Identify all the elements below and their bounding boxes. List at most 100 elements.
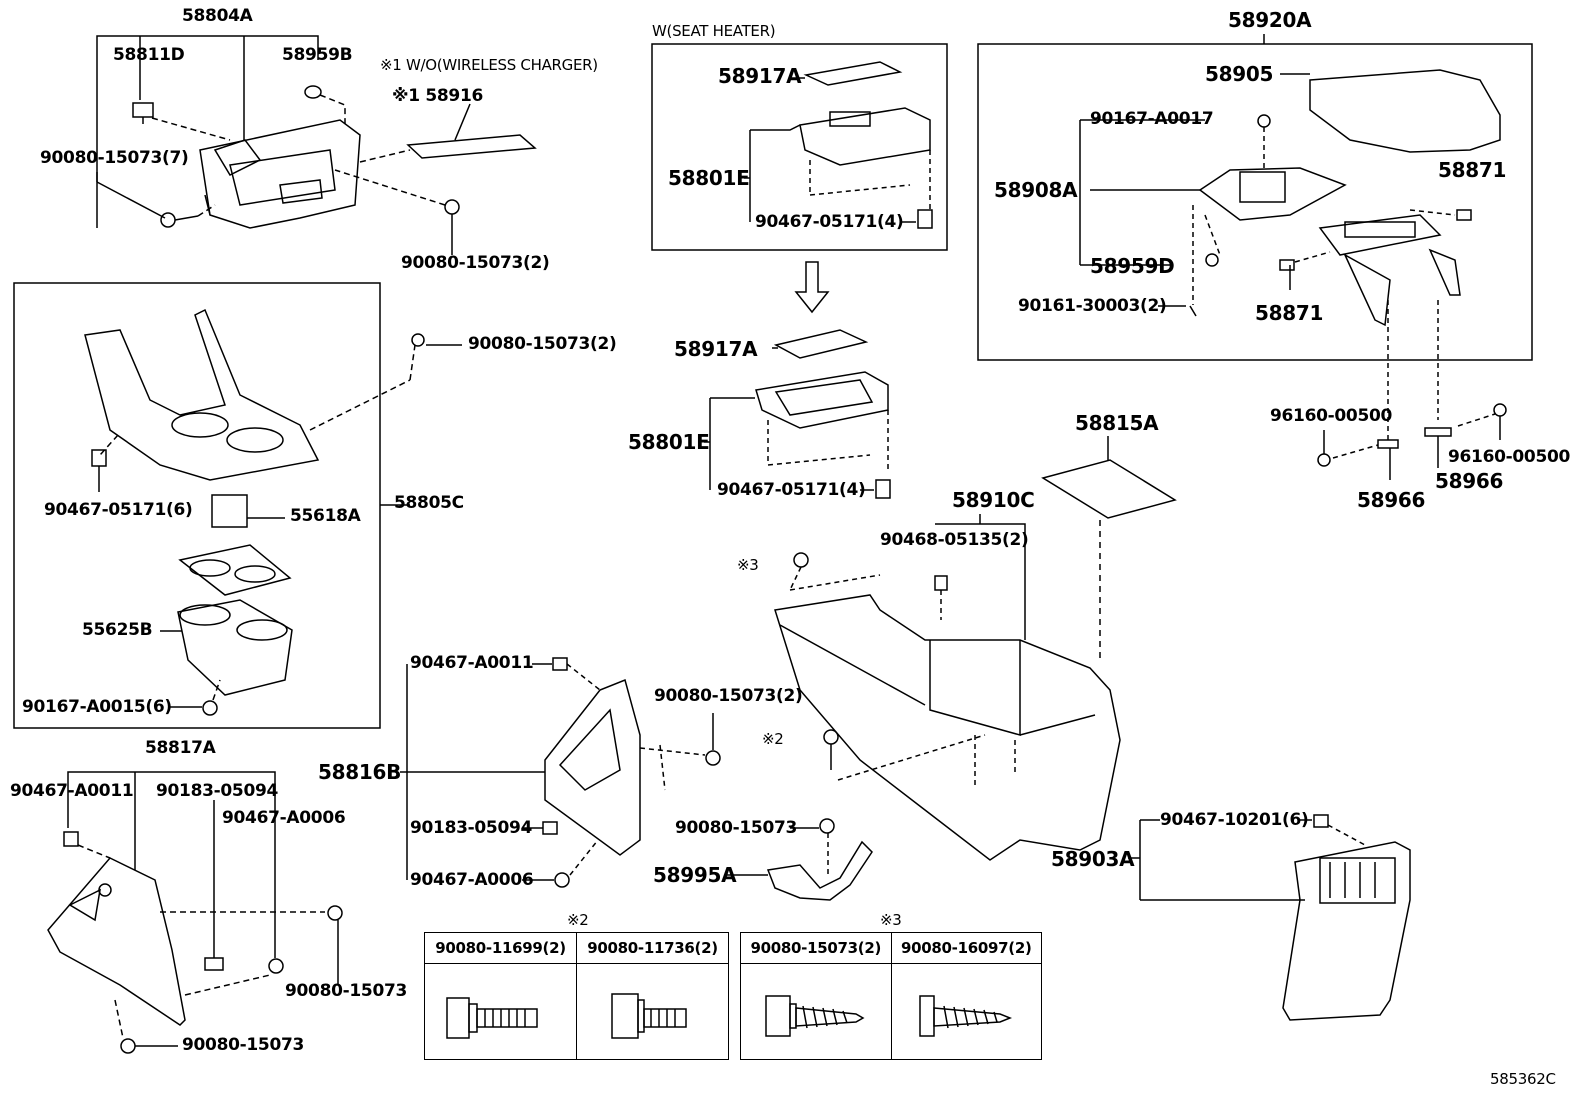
cupholder-55625B-shape [160,599,293,696]
label-58871-top[interactable]: 58871 [1438,158,1507,182]
bracket-58817A [67,771,276,958]
label-55625B[interactable]: 55625B [82,620,153,640]
label-90080-15073-7[interactable]: 90080-15073(7) [40,148,189,168]
label-58916[interactable]: ※1 58916 [392,86,484,106]
label-58959D[interactable]: 58959D [1090,254,1175,278]
label-58966-right[interactable]: 58966 [1435,469,1504,493]
label-58801E-bottom[interactable]: 58801E [628,430,710,454]
label-90467-10201-6[interactable]: 90467-10201(6) [1160,810,1309,830]
label-90467-A0006-left[interactable]: 90467-A0006 [222,808,346,828]
label-90080-15073-2-mid[interactable]: 90080-15073(2) [468,334,617,354]
screw-icon [765,995,865,1037]
label-90167-A0017[interactable]: 90167-A0017 [1090,109,1214,129]
label-90467-05171-4-bottom[interactable]: 90467-05171(4) [717,480,866,500]
label-58905[interactable]: 58905 [1205,62,1274,86]
label-58966-left[interactable]: 58966 [1357,488,1426,512]
label-90467-05171-6[interactable]: 90467-05171(6) [44,500,193,520]
clip-58959B-shape [304,85,346,125]
bracket-58804A [96,35,319,228]
label-58871-bottom[interactable]: 58871 [1255,301,1324,325]
group-box-seat-heater [651,43,948,251]
label-58995A[interactable]: 58995A [653,863,737,887]
pad-58916-shape [359,103,537,163]
rear-vent-90467-10201-shape [1282,814,1411,1021]
fastener-cell[interactable]: 90080-15073(2) [741,933,892,1059]
seat-lower-parts [704,329,891,499]
figure-code: 585362C [1490,1070,1556,1088]
label-58805C[interactable]: 58805C [394,493,464,513]
bolt-icon [611,993,687,1039]
label-90080-15073-2-top[interactable]: 90080-15073(2) [401,253,550,273]
label-seat-heater-title: W(SEAT HEATER) [652,22,776,40]
label-58804A[interactable]: 58804A [182,6,253,26]
fastener-table-note3: 90080-15073(2) 90080-16097(2) [740,932,1042,1060]
fastener-part-number: 90080-15073(2) [741,933,891,964]
label-note2-title: ※2 [567,911,589,929]
label-90183-05094-left[interactable]: 90183-05094 [156,781,279,801]
label-90467-05171-4-top[interactable]: 90467-05171(4) [755,212,904,232]
label-90467-A0011-left[interactable]: 90467-A0011 [10,781,134,801]
label-90161-30003-2[interactable]: 90161-30003(2) [1018,296,1167,316]
label-90167-A0015-6[interactable]: 90167-A0015(6) [22,697,172,717]
label-90467-A0006-mid[interactable]: 90467-A0006 [410,870,534,890]
label-58917A-top[interactable]: 58917A [718,64,802,88]
fastener-part-number: 90080-11699(2) [425,933,576,964]
label-58920A[interactable]: 58920A [1228,8,1312,32]
label-wireless-note: ※1 W/O(WIRELESS CHARGER) [380,56,598,74]
label-90468-05135-2[interactable]: 90468-05135(2) [880,530,1029,550]
screw-90167-A0015-shape [170,679,221,716]
hinge-58908A-shape [1079,114,1347,317]
pins-96160-58966-shape [1317,300,1507,480]
label-96160-00500-left[interactable]: 96160-00500 [1270,406,1393,426]
clip-90467-05171-6-shape [91,449,107,492]
fastener-cell[interactable]: 90080-11699(2) [425,933,577,1059]
bolt-icon [446,997,538,1039]
label-90080-15073-left-a[interactable]: 90080-15073 [285,981,408,1001]
label-58959B[interactable]: 58959B [282,45,353,65]
center-console-58903A-shape [774,514,1305,901]
holder-55618A-shape [211,494,285,528]
label-96160-00500-right[interactable]: 96160-00500 [1448,447,1571,467]
panel-58816B-shape [400,657,721,888]
fastener-part-number: 90080-16097(2) [891,933,1041,964]
label-58908A[interactable]: 58908A [994,178,1078,202]
label-58917A-bottom[interactable]: 58917A [674,337,758,361]
screw-icon [918,995,1012,1037]
label-note3-title: ※3 [880,911,902,929]
fastener-cell[interactable]: 90080-11736(2) [577,933,728,1059]
label-58801E-top[interactable]: 58801E [668,166,750,190]
bracket-58995A-shape [725,729,986,901]
shifter-bezel-58804A [199,119,361,229]
seat-heater-parts [744,61,933,229]
mat-58815A-shape [1041,436,1177,519]
label-note2-marker: ※2 [762,730,784,748]
console-panel-58805C [84,308,416,481]
armrest-58905-shape [1280,69,1501,153]
label-58815A[interactable]: 58815A [1075,411,1159,435]
label-55618A[interactable]: 55618A [290,506,361,526]
label-90183-05094-mid[interactable]: 90183-05094 [410,818,533,838]
label-58817A[interactable]: 58817A [145,738,216,758]
side-panel-58817A-shape [47,831,343,1054]
group-box-58920A [977,43,1533,361]
lid-hinge-58871-shape [1279,209,1472,327]
label-note3-marker: ※3 [737,556,759,574]
fastener-table-note2: 90080-11699(2) 90080-11736(2) [424,932,729,1060]
label-90080-15073-2-center[interactable]: 90080-15073(2) [654,686,803,706]
label-58816B[interactable]: 58816B [318,760,402,784]
label-58903A[interactable]: 58903A [1051,847,1135,871]
label-58811D[interactable]: 58811D [113,45,185,65]
label-90080-15073-center[interactable]: 90080-15073 [675,818,798,838]
screws-90080-15073-topleft [160,169,460,255]
down-arrow-icon [794,261,830,314]
plate-shape [178,544,292,596]
screw-90080-15073-2-shape [411,333,462,347]
label-90467-A0011-mid[interactable]: 90467-A0011 [410,653,534,673]
clip-58811D-shape [132,102,231,141]
fastener-part-number: 90080-11736(2) [577,933,728,964]
label-90080-15073-left-b[interactable]: 90080-15073 [182,1035,305,1055]
fastener-cell[interactable]: 90080-16097(2) [891,933,1041,1059]
label-58910C[interactable]: 58910C [952,488,1035,512]
